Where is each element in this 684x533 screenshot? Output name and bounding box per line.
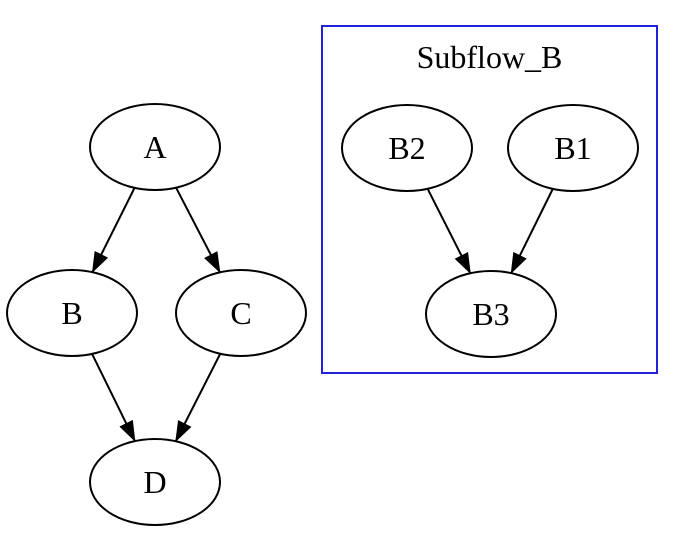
node-b3-label: B3: [472, 296, 509, 332]
node-c: C: [175, 269, 307, 357]
node-b-label: B: [61, 295, 82, 331]
node-b1: B1: [507, 104, 639, 192]
edge-c-d: [174, 353, 222, 443]
node-b2-shape: [341, 104, 473, 192]
cluster-subflow-b-title: Subflow_B: [417, 39, 563, 75]
node-b-shape: [6, 269, 138, 357]
node-c-label: C: [230, 295, 251, 331]
node-b2-label: B2: [388, 130, 425, 166]
edge-b1-b3: [510, 188, 554, 275]
node-a-shape: [89, 103, 221, 191]
edge-a-b: [91, 187, 136, 274]
node-b1-label: B1: [554, 130, 591, 166]
edge-b2-b3: [426, 188, 472, 275]
node-c-shape: [175, 269, 307, 357]
node-b1-shape: [507, 104, 639, 192]
node-d: D: [89, 438, 221, 526]
node-d-shape: [89, 438, 221, 526]
node-b3: B3: [425, 270, 557, 358]
edge-a-c: [175, 187, 221, 274]
node-b3-shape: [425, 270, 557, 358]
node-a-label: A: [143, 129, 166, 165]
node-b: B: [6, 269, 138, 357]
node-a: A: [89, 103, 221, 191]
node-b2: B2: [341, 104, 473, 192]
edge-b-d: [91, 353, 136, 443]
cluster-subflow-b-border: [321, 25, 658, 374]
node-d-label: D: [143, 464, 166, 500]
